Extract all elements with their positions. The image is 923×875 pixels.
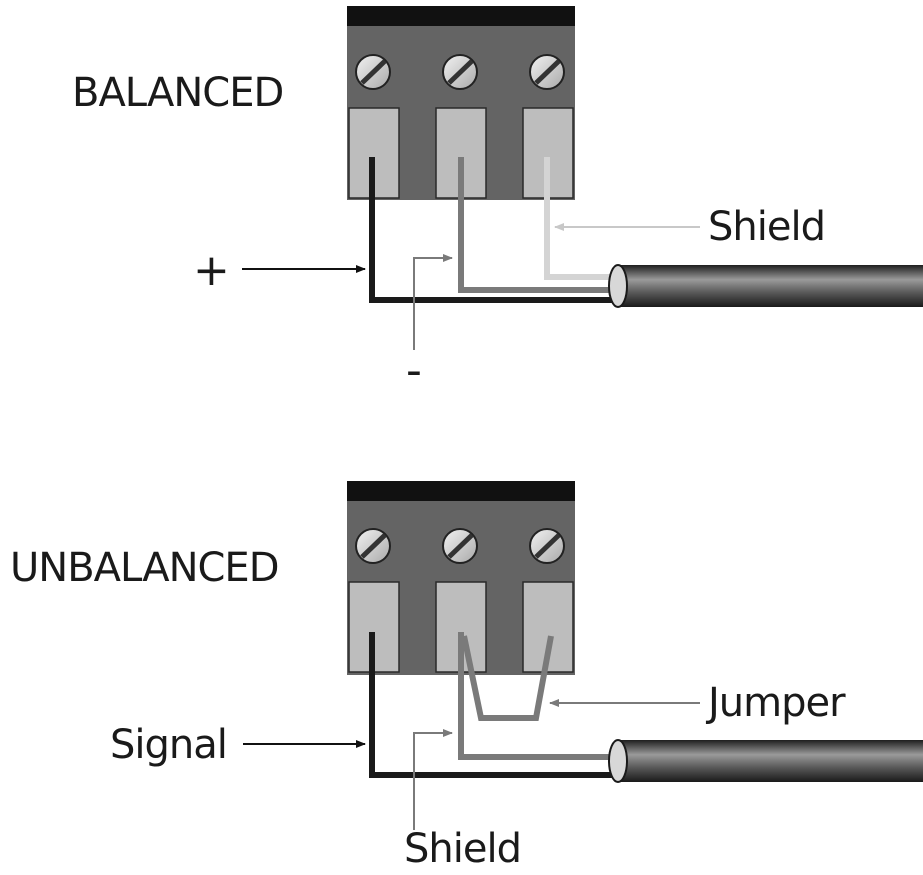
shield-arrow: [413, 729, 453, 830]
unbalanced-shield-label: Shield: [404, 826, 521, 872]
balanced-title: BALANCED: [72, 70, 283, 116]
screw-icon: [442, 54, 478, 90]
cable-icon: [608, 264, 923, 308]
balanced-section: BALANCED: [72, 6, 923, 396]
minus-arrow: [413, 254, 453, 350]
jumper-wire: [461, 635, 554, 721]
wire-signal: [369, 632, 620, 778]
cable-icon: [608, 739, 923, 783]
minus-label: -: [406, 345, 422, 396]
plus-label: +: [193, 245, 230, 296]
unbalanced-section: UNBALANCED: [10, 481, 923, 872]
wire-shield: [544, 157, 620, 280]
screw-icon: [529, 528, 565, 564]
terminal-block-top: [347, 6, 575, 26]
terminal-block-top: [347, 481, 575, 501]
screw-icon: [355, 54, 391, 90]
wire-minus: [458, 157, 620, 293]
unbalanced-title: UNBALANCED: [10, 545, 279, 591]
balanced-shield-label: Shield: [708, 204, 825, 250]
screw-icon: [442, 528, 478, 564]
wire-plus: [369, 157, 620, 303]
jumper-label: Jumper: [705, 680, 846, 726]
signal-label: Signal: [110, 722, 227, 768]
screw-icon: [529, 54, 565, 90]
wire-shield: [458, 632, 620, 760]
screw-icon: [355, 528, 391, 564]
